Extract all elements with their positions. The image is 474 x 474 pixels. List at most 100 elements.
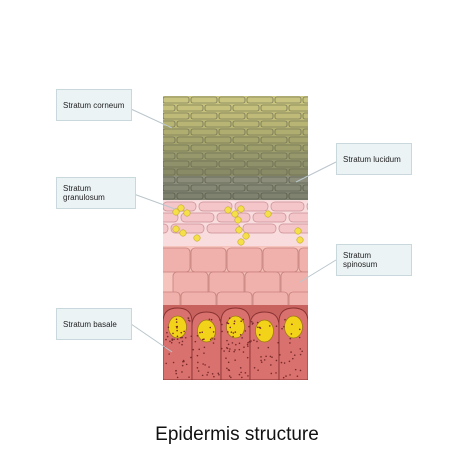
basale-dot	[247, 345, 249, 347]
basale-dot	[240, 320, 242, 322]
basale-dot	[242, 318, 244, 321]
granule	[264, 210, 272, 218]
basale-dot	[281, 327, 283, 330]
basale-dot	[250, 340, 252, 342]
corneum-cell	[274, 96, 302, 104]
basale-dot	[210, 318, 213, 321]
corneum-row	[163, 144, 308, 152]
basale-dot	[257, 326, 259, 329]
corneum-cell	[246, 160, 274, 168]
basale-dot	[290, 333, 293, 335]
basale-dot	[196, 367, 199, 369]
basale-dot	[227, 343, 230, 346]
basale-dot	[239, 333, 242, 336]
basale-dot	[267, 346, 270, 349]
basale-dot	[172, 332, 174, 335]
basale-dot	[166, 331, 168, 334]
basale-dot	[175, 325, 178, 328]
corneum-row	[163, 168, 308, 176]
basale-dot	[192, 348, 195, 351]
basale-dot	[296, 375, 299, 377]
label-stratum-corneum: Stratum corneum	[56, 89, 132, 121]
basale-dot	[270, 372, 273, 375]
basale-dot	[213, 338, 216, 340]
corneum-cell	[288, 168, 308, 176]
lucidum-cell	[288, 192, 308, 200]
basale-dot	[173, 338, 175, 341]
basale-dot	[175, 321, 178, 323]
corneum-cell	[302, 96, 308, 104]
basale-dot	[219, 319, 221, 321]
corneum-cell	[302, 112, 308, 120]
basale-dot	[269, 355, 272, 358]
basale-dot	[181, 343, 183, 346]
basale-dot	[271, 356, 273, 358]
basale-dot	[176, 335, 179, 338]
corneum-cell	[190, 160, 218, 168]
diagram-title: Epidermis structure	[155, 424, 319, 445]
lucidum-cell	[260, 176, 288, 184]
basale-dot	[197, 370, 200, 372]
basale-dot	[226, 367, 228, 370]
corneum-cell	[232, 152, 260, 160]
basale-dot	[235, 343, 237, 346]
corneum-cell	[260, 120, 288, 128]
basale-dot	[268, 325, 271, 327]
basale-dot	[203, 338, 205, 340]
basale-dot	[225, 346, 228, 349]
corneum-row	[163, 96, 308, 104]
basale-dot	[234, 349, 236, 351]
corneum-cell	[302, 160, 308, 168]
spinosum-cell	[190, 247, 227, 273]
lucidum-cell	[232, 176, 260, 184]
lucidum-cell	[190, 184, 218, 192]
corneum-cell	[288, 104, 308, 112]
basale-dot	[242, 351, 245, 353]
basale-dot	[175, 372, 178, 375]
basale-nucleus	[284, 315, 303, 339]
basale-dot	[265, 355, 267, 358]
corneum-cell	[163, 120, 176, 128]
corneum-cell	[246, 112, 274, 120]
basale-dot	[275, 325, 278, 327]
basale-dot	[166, 335, 169, 338]
basale-dot	[187, 317, 190, 319]
basale-dot	[181, 336, 184, 339]
basale-dot	[253, 339, 255, 342]
basale-dot	[238, 342, 241, 345]
basale-dot	[220, 347, 223, 350]
basale-dot	[185, 363, 188, 366]
corneum-cell	[260, 136, 288, 144]
basale-dot	[288, 360, 291, 363]
basale-dot	[299, 348, 302, 350]
basale-dot	[208, 366, 210, 368]
basale-dot	[202, 363, 204, 365]
corneum-cell	[190, 144, 218, 152]
granulosum-cell	[198, 201, 233, 212]
basale-dot	[227, 369, 230, 371]
basale-dot	[176, 338, 179, 340]
corneum-cell	[190, 96, 218, 104]
basale-dot	[239, 367, 242, 369]
basale-dot	[167, 326, 170, 329]
label-stratum-lucidum: Stratum lucidum	[336, 143, 412, 175]
lucidum-cell	[302, 184, 308, 192]
basale-dot	[196, 334, 199, 337]
corneum-cell	[274, 144, 302, 152]
basale-dot	[294, 368, 297, 371]
basale-dot	[206, 374, 208, 376]
basale-dot	[260, 359, 262, 362]
granule	[296, 236, 304, 244]
basale-dot	[199, 331, 201, 334]
basale-dot	[275, 372, 277, 374]
granule	[237, 238, 245, 246]
granulosum-cell	[288, 212, 308, 223]
corneum-cell	[163, 160, 190, 168]
basale-dot	[175, 370, 177, 372]
corneum-cell	[288, 152, 308, 160]
basale-dot	[270, 364, 272, 366]
lucidum-cell	[163, 184, 190, 192]
basale-dot	[263, 359, 266, 361]
basale-dot	[292, 357, 294, 360]
